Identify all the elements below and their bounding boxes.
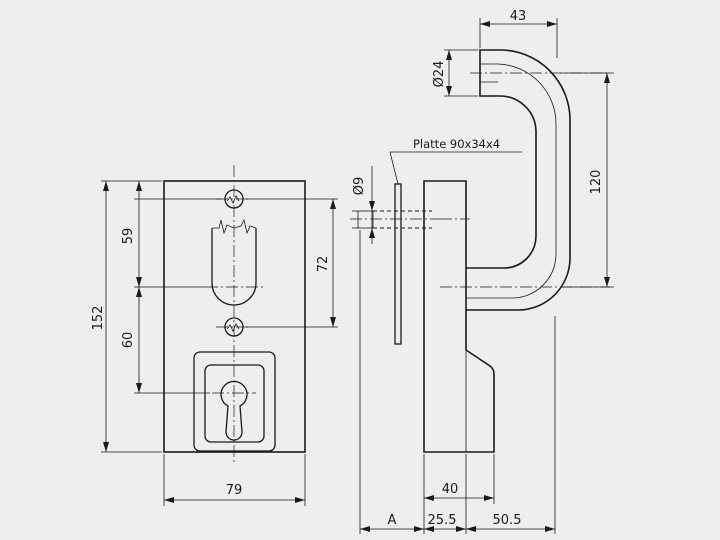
handle-pipe-inner: [466, 63, 557, 299]
handle-pipe-outer: [466, 49, 571, 311]
front-view-dimensions: 152 59 60 72 79: [91, 180, 338, 506]
dim-120: 120: [589, 170, 604, 195]
front-plate-outline: [163, 180, 306, 453]
side-view: [350, 49, 610, 453]
dim-152: 152: [91, 306, 106, 331]
bolt-head: [357, 210, 374, 229]
cylinder-housing-outer: [193, 351, 276, 452]
slot-break-line: [212, 218, 257, 235]
profile-cylinder-keyhole: [220, 380, 248, 441]
mounting-plate: [394, 183, 402, 345]
dim-25-5: 25.5: [428, 513, 457, 528]
dim-59: 59: [121, 228, 136, 245]
dim-diameter-9: Ø9: [352, 177, 367, 196]
plate-label: Platte 90x34x4: [413, 137, 500, 151]
dim-43: 43: [510, 9, 527, 24]
lock-body: [423, 180, 495, 453]
cylinder-housing-inner: [204, 364, 265, 443]
front-view: [163, 165, 306, 462]
dim-60: 60: [121, 332, 136, 349]
dim-a: A: [388, 513, 397, 528]
dim-diameter-24: Ø24: [432, 61, 447, 88]
slot-opening: [211, 228, 257, 306]
dim-79: 79: [226, 483, 243, 498]
dim-40: 40: [442, 482, 459, 497]
dim-50-5: 50.5: [493, 513, 522, 528]
dim-72: 72: [316, 256, 331, 273]
side-view-dimensions: 43 Ø24 120 Platte 90x34x4 Ø9 40: [352, 9, 614, 534]
